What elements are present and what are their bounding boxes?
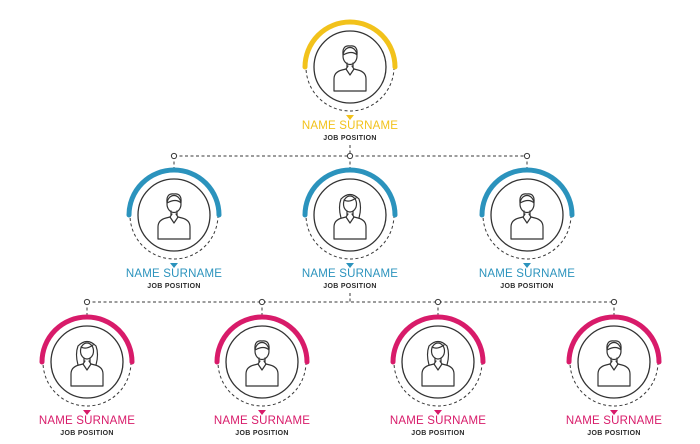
avatar-circle <box>137 178 211 252</box>
node-position: JOB POSITION <box>60 430 113 437</box>
node-name: NAME SURNAME <box>39 415 135 427</box>
node-position: JOB POSITION <box>500 283 553 290</box>
level-arc <box>479 167 575 218</box>
male-avatar-icon <box>245 340 279 387</box>
level-arc <box>302 19 398 70</box>
node-position: JOB POSITION <box>323 135 376 142</box>
node-name: NAME SURNAME <box>566 415 662 427</box>
female-avatar-icon <box>70 340 104 387</box>
female-avatar-icon <box>333 193 367 240</box>
level-arc <box>302 167 398 218</box>
level-arc <box>39 314 135 365</box>
node-name: NAME SURNAME <box>126 268 222 280</box>
avatar-circle <box>313 178 387 252</box>
org-node: NAME SURNAME JOB POSITION <box>214 314 310 437</box>
male-avatar-icon <box>333 45 367 92</box>
pointer-triangle <box>523 263 531 268</box>
node-name: NAME SURNAME <box>390 415 486 427</box>
male-avatar-icon <box>510 193 544 240</box>
pointer-triangle <box>610 410 618 415</box>
node-name: NAME SURNAME <box>214 415 310 427</box>
org-node: NAME SURNAME JOB POSITION <box>39 314 135 437</box>
junction-dot <box>434 298 442 306</box>
pointer-triangle <box>346 263 354 268</box>
level-arc <box>126 167 222 218</box>
node-position: JOB POSITION <box>235 430 288 437</box>
node-name: NAME SURNAME <box>302 120 398 132</box>
junction-dot <box>523 152 531 160</box>
level-arc <box>214 314 310 365</box>
node-position: JOB POSITION <box>323 283 376 290</box>
node-name: NAME SURNAME <box>479 268 575 280</box>
node-position: JOB POSITION <box>411 430 464 437</box>
avatar-circle <box>50 325 124 399</box>
node-position: JOB POSITION <box>147 283 200 290</box>
junction-dot <box>258 298 266 306</box>
org-node: NAME SURNAME JOB POSITION <box>479 167 575 290</box>
pointer-triangle <box>83 410 91 415</box>
node-position: JOB POSITION <box>587 430 640 437</box>
junction-dot <box>346 152 354 160</box>
junction-dot <box>83 298 91 306</box>
pointer-triangle <box>170 263 178 268</box>
avatar-circle <box>577 325 651 399</box>
pointer-triangle <box>346 115 354 120</box>
female-avatar-icon <box>421 340 455 387</box>
avatar-circle <box>225 325 299 399</box>
level-arc <box>566 314 662 365</box>
pointer-triangle <box>258 410 266 415</box>
org-node: NAME SURNAME JOB POSITION <box>390 314 486 437</box>
org-node: NAME SURNAME JOB POSITION <box>302 167 398 290</box>
level-arc <box>390 314 486 365</box>
org-node: NAME SURNAME JOB POSITION <box>302 19 398 142</box>
org-node: NAME SURNAME JOB POSITION <box>126 167 222 290</box>
junction-dot <box>170 152 178 160</box>
avatar-circle <box>313 30 387 104</box>
org-node: NAME SURNAME JOB POSITION <box>566 314 662 437</box>
node-name: NAME SURNAME <box>302 268 398 280</box>
avatar-circle <box>490 178 564 252</box>
junction-dot <box>610 298 618 306</box>
avatar-circle <box>401 325 475 399</box>
pointer-triangle <box>434 410 442 415</box>
male-avatar-icon <box>597 340 631 387</box>
male-avatar-icon <box>157 193 191 240</box>
